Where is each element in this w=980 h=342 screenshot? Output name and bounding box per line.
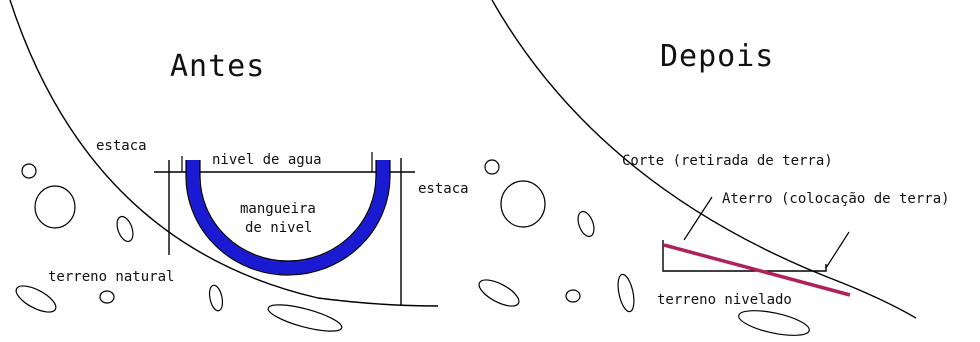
stake-left-label: estaca bbox=[96, 138, 147, 154]
stone bbox=[21, 163, 37, 179]
hose-label-line2: de nivel bbox=[245, 220, 312, 236]
hose-label-line1: mangueira bbox=[240, 201, 316, 217]
cut-leader-line bbox=[683, 196, 713, 241]
stake-right-label: estaca bbox=[418, 181, 469, 197]
stone bbox=[15, 285, 57, 313]
leveled-ground-label: terreno nivelado bbox=[657, 292, 792, 308]
fill-leader-line bbox=[825, 231, 850, 269]
level-hose bbox=[186, 160, 390, 275]
stone bbox=[738, 310, 810, 336]
stone bbox=[34, 185, 76, 229]
stone bbox=[116, 215, 134, 243]
cut-fill-line bbox=[663, 243, 851, 297]
water-level-label: nivel de agua bbox=[212, 152, 322, 168]
natural-ground-label: terreno natural bbox=[48, 269, 174, 285]
after-panel: Depois Corte (retirada de terra) Aterro … bbox=[478, 0, 950, 336]
stone bbox=[478, 279, 520, 307]
stone bbox=[617, 273, 635, 313]
cut-label: Corte (retirada de terra) bbox=[622, 153, 833, 169]
stone bbox=[577, 210, 595, 238]
stone bbox=[208, 284, 224, 312]
after-title: Depois bbox=[660, 39, 774, 74]
level-hose-outline-outer bbox=[185, 160, 391, 276]
stone bbox=[99, 290, 115, 304]
stone bbox=[565, 289, 581, 303]
level-hose-outline-inner bbox=[199, 160, 377, 262]
stone bbox=[267, 304, 343, 332]
after-terrain-curve bbox=[491, 0, 917, 319]
fill-label: Aterro (colocação de terra) bbox=[722, 191, 950, 207]
before-title: Antes bbox=[170, 49, 265, 84]
stone bbox=[500, 180, 546, 228]
stone bbox=[484, 159, 500, 175]
before-terrain-curve bbox=[9, 0, 439, 307]
before-panel: Antes estaca nivel de agua mangueira de … bbox=[9, 0, 469, 332]
